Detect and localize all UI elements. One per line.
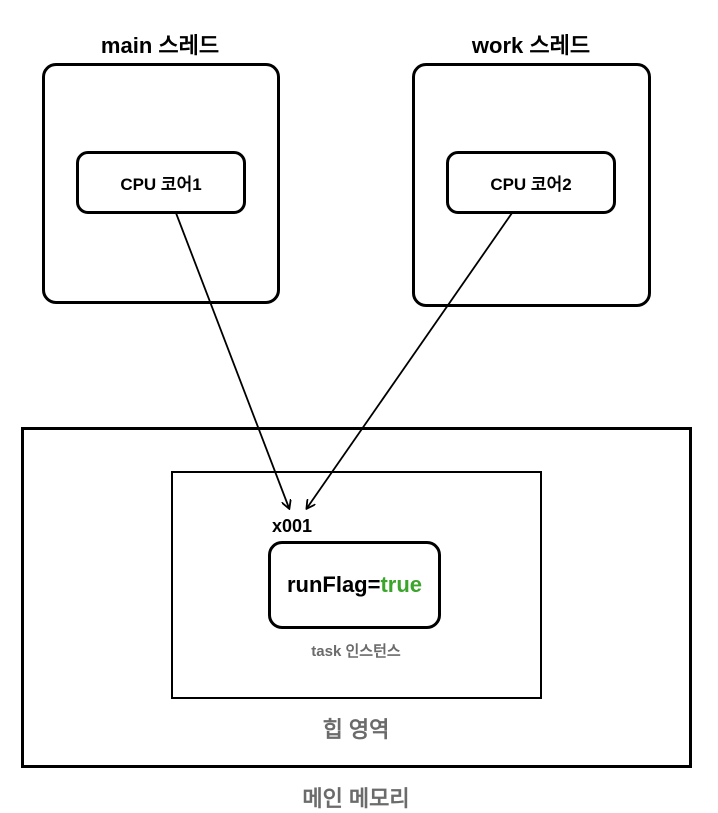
run-flag-name: runFlag= xyxy=(286,572,381,597)
task-instance-label: task 인스턴스 xyxy=(311,643,401,660)
heap-area-label: 힙 영역 xyxy=(322,717,390,742)
main-thread-title: main 스레드 xyxy=(100,33,220,58)
run-flag-value: true xyxy=(380,572,423,597)
task-instance-box: runFlag=true xyxy=(268,541,441,629)
instance-address: x001 xyxy=(272,516,313,536)
cpu-core-2-label: CPU 코어2 xyxy=(490,175,572,194)
work-thread-title: work 스레드 xyxy=(471,33,591,58)
cpu-core-1-box: CPU 코어1 xyxy=(76,151,246,214)
cpu-core-1-label: CPU 코어1 xyxy=(120,175,202,194)
main-memory-label: 메인 메모리 xyxy=(302,786,410,811)
cpu-core-2-box: CPU 코어2 xyxy=(446,151,616,214)
